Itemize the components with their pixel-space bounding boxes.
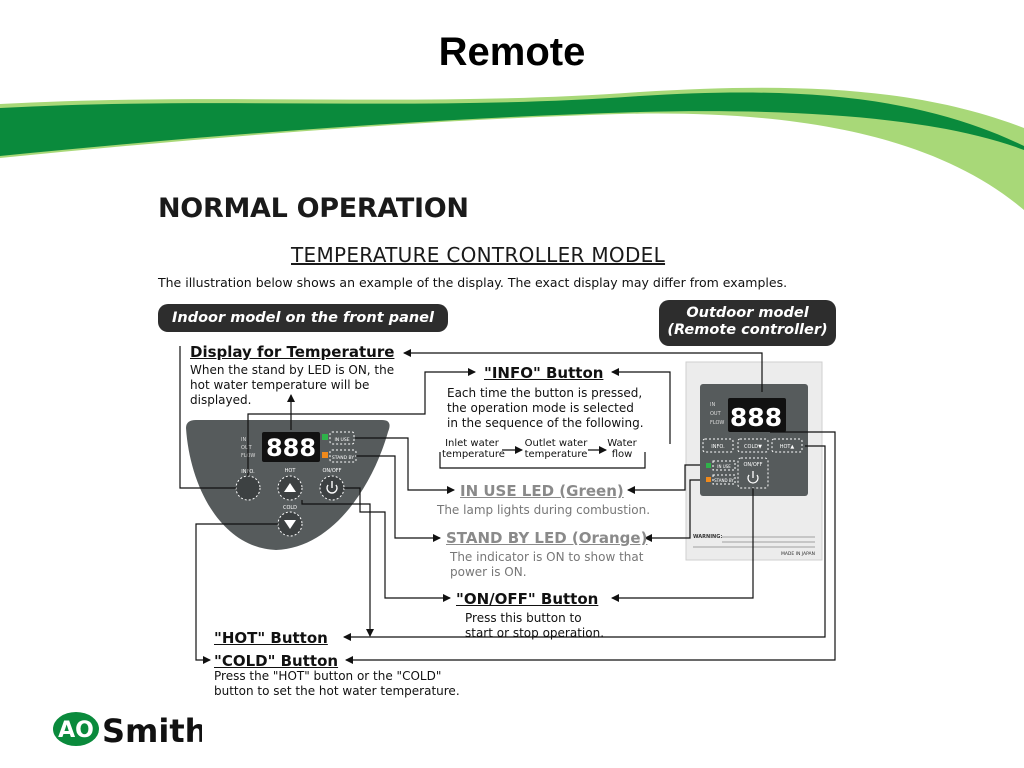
outdoor-pill-line1: Outdoor model <box>686 305 809 321</box>
desc-onoff-button: Press this button to start or stop opera… <box>465 611 604 641</box>
indoor-hot-label: HOT <box>285 468 297 474</box>
desc-display-line2: hot water temperature will be <box>190 378 370 392</box>
label-hot-button: "HOT" Button <box>214 629 328 647</box>
cold-down-arrow-icon <box>284 520 296 529</box>
outdoor-cold-label: COLD▼ <box>744 444 762 450</box>
desc-standby-line2: power is ON. <box>450 565 527 579</box>
ao-smith-logo: AO Smith <box>53 712 202 750</box>
desc-display-line1: When the stand by LED is ON, the <box>190 363 395 377</box>
desc-standby-led: The indicator is ON to show that power i… <box>450 550 643 580</box>
indoor-cold-label: COLD <box>283 505 297 511</box>
desc-cold-button: Press the "HOT" button or the "COLD" but… <box>214 669 460 699</box>
outdoor-led-orange <box>706 477 711 482</box>
desc-standby-line1: The indicator is ON to show that <box>450 550 644 564</box>
desc-cold-line2: button to set the hot water temperature. <box>214 684 460 698</box>
outdoor-cold-button[interactable] <box>737 438 769 453</box>
indoor-led-orange <box>322 452 328 458</box>
indoor-display-digits: 888 <box>266 434 316 462</box>
manual-heading: NORMAL OPERATION <box>158 193 469 224</box>
indoor-info-button[interactable] <box>235 475 261 501</box>
indoor-led-standby-label: STAND BY <box>332 455 354 461</box>
seq-inlet-water: Inlet water temperature <box>442 438 505 460</box>
outdoor-row-in: IN <box>710 402 715 408</box>
outdoor-info-button[interactable] <box>702 438 734 453</box>
label-cold-button: "COLD" Button <box>214 652 339 670</box>
info-sequence-flow <box>439 446 646 469</box>
manual-intro: The illustration below shows an example … <box>158 275 788 290</box>
seq-water-flow: Water flow <box>607 438 637 460</box>
outdoor-power-icon <box>747 474 759 484</box>
slide-title: Remote <box>438 30 586 74</box>
indoor-led-green <box>322 434 328 440</box>
manual-subheading: TEMPERATURE CONTROLLER MODEL <box>291 243 666 267</box>
logo-initials: AO <box>58 718 94 743</box>
desc-onoff-line1: Press this button to <box>465 611 582 625</box>
connector-lines <box>179 346 836 664</box>
outdoor-hot-button[interactable] <box>771 438 803 453</box>
indoor-row-out: OUT <box>241 445 253 451</box>
label-in-use-led: IN USE LED (Green) <box>460 482 624 500</box>
outdoor-hot-label: HOT▲ <box>780 444 795 450</box>
label-standby-led: STAND BY LED (Orange) <box>446 529 648 547</box>
label-info-button: "INFO" Button <box>484 364 604 382</box>
outdoor-led-green <box>706 463 711 468</box>
outdoor-info-label: INFO. <box>711 444 725 450</box>
outdoor-remote: 888 IN OUT FLOW INFO. COLD▼ HOT▲ IN USE … <box>685 361 823 561</box>
outdoor-made-in: MADE IN JAPAN <box>781 551 815 557</box>
indoor-led-in-use-label: IN USE <box>334 437 349 443</box>
outdoor-model-pill: Outdoor model (Remote controller) <box>659 300 836 346</box>
indoor-row-in: IN <box>241 437 246 443</box>
label-display-temperature: Display for Temperature <box>190 343 395 361</box>
outdoor-row-out: OUT <box>710 411 722 417</box>
seq-outlet-water: Outlet water temperature <box>524 438 588 460</box>
desc-onoff-line2: start or stop operation. <box>465 626 605 640</box>
desc-info-line3: in the sequence of the following. <box>447 416 644 430</box>
desc-cold-line1: Press the "HOT" button or the "COLD" <box>214 669 442 683</box>
power-icon <box>326 484 338 494</box>
outdoor-row-flow: FLOW <box>710 420 724 426</box>
outdoor-pill-line2: (Remote controller) <box>667 322 828 338</box>
desc-info-button: Each time the button is pressed, the ope… <box>447 386 644 431</box>
hot-up-arrow-icon <box>284 483 296 492</box>
green-wave-banner <box>0 87 1024 210</box>
desc-in-use-led: The lamp lights during combustion. <box>437 503 651 517</box>
indoor-onoff-label: ON/OFF <box>322 468 341 474</box>
outdoor-led-standby-label: STAND BY <box>714 478 734 483</box>
desc-display-temperature: When the stand by LED is ON, the hot wat… <box>190 363 394 408</box>
logo-name: Smith <box>102 712 202 750</box>
outdoor-onoff-label: ON/OFF <box>743 462 762 468</box>
outdoor-display-digits: 888 <box>730 403 782 432</box>
outdoor-led-in-use-label: IN USE <box>717 464 731 469</box>
desc-info-line2: the operation mode is selected <box>447 401 634 415</box>
indoor-panel: 888 IN OUT FLOW IN USE STAND BY INFO. HO… <box>186 420 390 550</box>
desc-display-line3: displayed. <box>190 393 252 407</box>
label-onoff-button: "ON/OFF" Button <box>456 590 599 608</box>
desc-info-line1: Each time the button is pressed, <box>447 386 643 400</box>
indoor-model-pill: Indoor model on the front panel <box>158 304 448 332</box>
outdoor-warning-title: WARNING: <box>693 534 722 540</box>
